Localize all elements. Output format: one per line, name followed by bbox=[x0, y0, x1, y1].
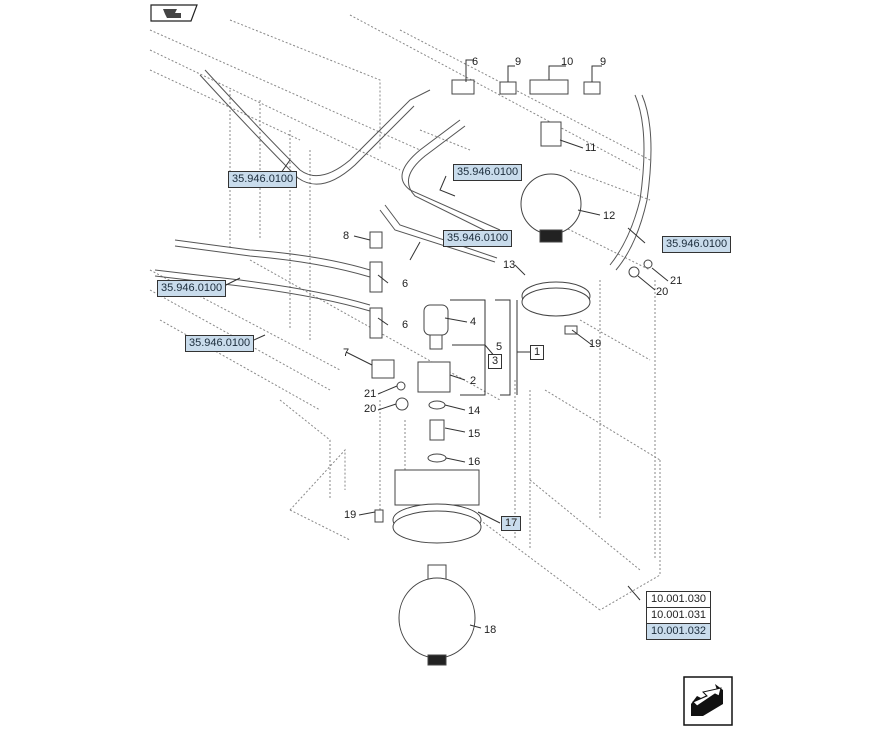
part-label-18: 18 bbox=[484, 624, 497, 636]
part-label-4: 4 bbox=[470, 316, 477, 328]
part-link-17[interactable]: 17 bbox=[501, 516, 522, 531]
cross-ref-link[interactable]: 35.946.0100 bbox=[443, 230, 513, 247]
part-label-7: 7 bbox=[343, 347, 350, 359]
part-label-14: 14 bbox=[468, 405, 481, 417]
leader-lines bbox=[219, 59, 669, 629]
next-page-arrow-icon[interactable] bbox=[683, 676, 733, 726]
part-label-2: 2 bbox=[470, 375, 477, 387]
part-label-6: 6 bbox=[402, 278, 409, 290]
section-reference-list: 10.001.030 10.001.031 10.001.032 bbox=[646, 591, 712, 640]
hoses bbox=[154, 69, 652, 312]
part-label-8: 8 bbox=[343, 230, 350, 242]
cross-ref-link[interactable]: 35.946.0100 bbox=[157, 280, 227, 297]
tee-fitting-10 bbox=[529, 79, 569, 95]
cross-ref-link[interactable]: 35.946.0100 bbox=[662, 236, 732, 253]
part-label-15: 15 bbox=[468, 428, 481, 440]
part-label-19: 19 bbox=[589, 338, 602, 350]
part-label-10: 10 bbox=[561, 56, 574, 68]
part-label-11: 11 bbox=[585, 142, 597, 154]
part-label-13: 13 bbox=[503, 259, 516, 271]
cross-ref-link[interactable]: 35.946.0100 bbox=[453, 164, 523, 181]
assembly-label-3: 3 bbox=[488, 354, 503, 369]
part-label-21: 21 bbox=[364, 388, 377, 400]
part-label-19: 19 bbox=[344, 509, 357, 521]
adapter-9a bbox=[499, 81, 517, 95]
assembly-label-1: 1 bbox=[530, 345, 545, 360]
part-label-12: 12 bbox=[603, 210, 616, 222]
cross-ref-link[interactable]: 35.946.0100 bbox=[185, 335, 255, 352]
cross-ref-link[interactable]: 35.946.0100 bbox=[228, 171, 298, 188]
part-label-5: 5 bbox=[496, 341, 503, 353]
part-label-20: 20 bbox=[656, 286, 669, 298]
part-label-6: 6 bbox=[402, 319, 409, 331]
frame-outline bbox=[149, 14, 661, 611]
section-ref-031: 10.001.031 bbox=[647, 608, 711, 624]
part-label-21: 21 bbox=[670, 275, 683, 287]
section-ref-030: 10.001.030 bbox=[647, 592, 711, 608]
tee-fitting-6 bbox=[451, 79, 475, 95]
part-label-16: 16 bbox=[468, 456, 481, 468]
section-ref-032-link[interactable]: 10.001.032 bbox=[647, 624, 711, 639]
part-label-9: 9 bbox=[600, 56, 607, 68]
adapter-9b bbox=[583, 81, 601, 95]
part-label-6: 6 bbox=[472, 56, 479, 68]
fitting-11 bbox=[540, 121, 562, 147]
components bbox=[369, 79, 653, 666]
part-label-9: 9 bbox=[515, 56, 522, 68]
part-label-20: 20 bbox=[364, 403, 377, 415]
book-back-icon[interactable] bbox=[147, 3, 199, 23]
accumulator-18 bbox=[398, 577, 476, 659]
accumulator-12 bbox=[520, 173, 582, 235]
